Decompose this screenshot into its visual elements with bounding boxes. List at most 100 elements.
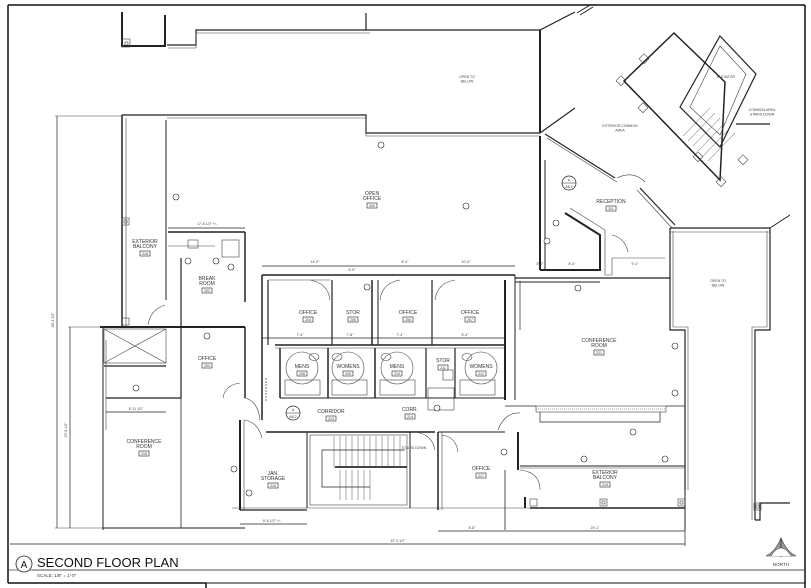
room-jan-storage: JAN.STORAGE 216 xyxy=(261,471,286,489)
room-name: OFFICE xyxy=(399,310,418,316)
dim-bottom-a: 8'-8" xyxy=(469,526,477,530)
dimension-texts: 17'-6 1/2" +/- 14'-0" 6'-0" 8'-4" 10'-6"… xyxy=(51,222,639,543)
annotation-text: AREA xyxy=(615,129,625,133)
room-number: 201 xyxy=(608,207,614,211)
annotation-text: STAIRS DOWN xyxy=(402,446,427,450)
room-number: 212 xyxy=(478,372,484,376)
room-reception: RECEPTION 201 xyxy=(596,199,626,212)
room-name: RECEPTION xyxy=(596,199,626,205)
room-name: OPEN xyxy=(365,191,380,197)
room-number: 219 xyxy=(602,483,608,487)
room-number: 215 xyxy=(141,452,147,456)
dim-off-2: 7'-8" xyxy=(347,333,355,337)
dim-mid-1: 8'-4" xyxy=(537,262,545,266)
keynote-tags xyxy=(132,141,679,497)
svg-text:A: A xyxy=(292,408,295,412)
room-name: CONFERENCE xyxy=(126,439,162,445)
dim-conf-width: 8'-11 1/2" xyxy=(129,407,144,411)
room-number: 203 xyxy=(204,364,210,368)
dim-top-break: 17'-6 1/2" +/- xyxy=(197,222,218,226)
annotation-text: STAIRS DOWN xyxy=(750,113,775,117)
room-name: OFFICE xyxy=(363,196,382,202)
open-to-below-east xyxy=(669,214,791,521)
corridor-and-stair xyxy=(232,397,545,511)
north-arrow-icon: NORTH xyxy=(765,537,797,567)
dim-left-lower: 29'-8 1/2" xyxy=(64,422,68,438)
dimension-lines xyxy=(10,115,686,546)
room-name: CORR. xyxy=(402,407,418,413)
room-name: BALCONY xyxy=(133,244,158,250)
room-stor-205: STOR 205 xyxy=(346,310,360,323)
dim-mid-2: 8'-4" xyxy=(569,262,577,266)
room-name: BREAK xyxy=(199,276,217,282)
room-number: 214 xyxy=(407,415,413,419)
central-offices xyxy=(261,274,516,420)
room-office-206: OFFICE 206 xyxy=(399,310,418,323)
room-number: 204 xyxy=(305,318,311,322)
room-name: BALCONY xyxy=(593,475,618,481)
room-number: 213 xyxy=(328,417,334,421)
section-marker-a54: A A5.4 xyxy=(561,175,577,191)
room-name: STOR xyxy=(346,310,360,316)
room-number: 221 xyxy=(596,351,602,355)
room-number: 217 xyxy=(478,474,484,478)
svg-text:A5.2: A5.2 xyxy=(289,415,296,419)
room-name: OFFICE xyxy=(472,466,491,472)
room-number: 209 xyxy=(345,372,351,376)
open-to-below-north xyxy=(121,4,594,137)
dim-bottom-overall: 67'-0 1/2" xyxy=(391,539,407,543)
dim-off-3: 7'-4" xyxy=(397,333,405,337)
room-number: 202 xyxy=(204,289,210,293)
dim-off-4: 6'-4" xyxy=(462,333,470,337)
room-name: STORAGE xyxy=(261,476,286,482)
annotation-text: ELEVATOR xyxy=(717,75,736,79)
conference-and-balcony xyxy=(504,277,686,530)
detail-marker: A xyxy=(21,560,28,571)
dim-off-1: 7'-4" xyxy=(297,333,305,337)
room-number: 205 xyxy=(350,318,356,322)
room-name: JAN. xyxy=(268,471,279,477)
room-number: 216 xyxy=(270,484,276,488)
room-office-217: OFFICE 217 xyxy=(472,466,491,479)
drawing-scale: SCALE: 1/8" = 1'-0" xyxy=(37,573,77,578)
dim-jan-width: 8'-6 1/2" +/- xyxy=(263,519,282,523)
dim-mid-3: 9'-4" xyxy=(632,262,640,266)
open-office-walls xyxy=(539,133,676,276)
annotation-text: BELOW xyxy=(712,284,725,288)
room-corr-214: CORR. 214 xyxy=(402,407,418,420)
dim-left-overall: 66'-4 1/2" xyxy=(51,312,55,328)
svg-text:A: A xyxy=(568,178,571,182)
room-name: CONFERENCE xyxy=(581,338,617,344)
annotation-text: OPEN TO xyxy=(459,75,475,79)
annotation-text: BELOW xyxy=(461,80,474,84)
room-womens-212: WOMENS 212 xyxy=(469,364,493,377)
room-name: WOMENS xyxy=(469,364,493,370)
svg-text:A5.4: A5.4 xyxy=(565,185,572,189)
dim-top-3: 8'-4" xyxy=(402,260,410,264)
room-labels: OPENOFFICE200RECEPTION201BREAKROOM202OFF… xyxy=(126,191,626,489)
room-name: OFFICE xyxy=(461,310,480,316)
room-number: 200 xyxy=(369,204,375,208)
west-wing-walls xyxy=(100,115,246,530)
room-name: CORRIDOR xyxy=(317,409,345,415)
drawing-title-block: A SECOND FLOOR PLAN SCALE: 1/8" = 1'-0" xyxy=(15,555,805,578)
annotation-text: COMMON AREA xyxy=(749,108,776,112)
drawing-title: SECOND FLOOR PLAN xyxy=(37,555,179,570)
annotation-text: OPEN TO xyxy=(710,279,726,283)
room-number: 206 xyxy=(405,318,411,322)
room-name: ROOM xyxy=(136,444,152,450)
room-number: 210 xyxy=(394,372,400,376)
room-number: 211 xyxy=(440,366,446,370)
